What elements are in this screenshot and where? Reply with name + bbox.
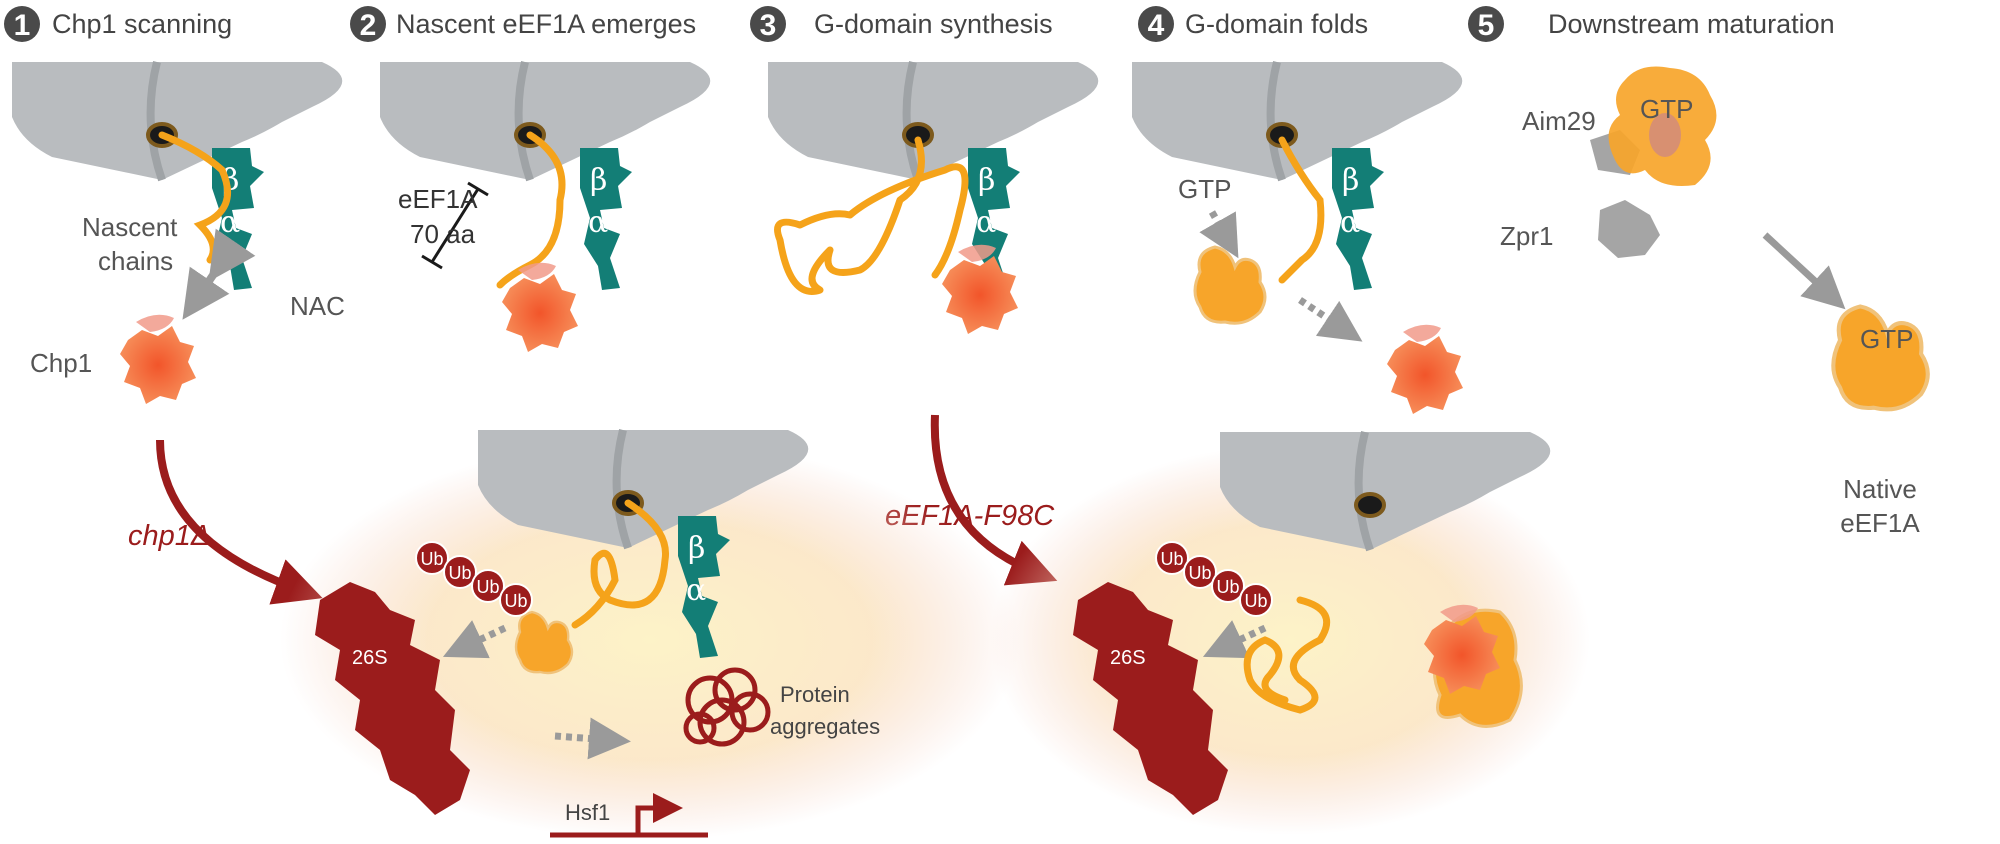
- step-4-badge: [1138, 6, 1174, 42]
- step-4-title: G-domain folds: [1185, 9, 1368, 39]
- step-3-header: 3 G-domain synthesis: [750, 6, 1053, 42]
- hsf1-label: Hsf1: [565, 800, 610, 825]
- nascent-chain-2: [496, 131, 566, 289]
- proteasome-label-2: 26S: [1110, 647, 1146, 669]
- ub-label-2a: Ub: [1160, 549, 1183, 569]
- panel-1: β α Nascent chains NAC Chp1 chp1Δ: [12, 62, 345, 605]
- bound-chp1-5: [1649, 113, 1681, 157]
- degradation-scene-chp1delta: β α Ub Ub Ub Ub 26S Protein aggregates: [280, 430, 1020, 840]
- zpr1-protein: [1598, 200, 1660, 258]
- degradation-scene-f98c: Ub Ub Ub Ub 26S: [990, 432, 1590, 835]
- ub-label-1d: Ub: [504, 591, 527, 611]
- chp1-release-arrow: [1298, 297, 1363, 342]
- ub-label-2c: Ub: [1216, 577, 1239, 597]
- chp1-label: Chp1: [30, 348, 92, 378]
- nac-alpha-4: α: [1340, 205, 1360, 240]
- aim29-label: Aim29: [1522, 106, 1596, 136]
- native-eef1a-protein: [1833, 306, 1928, 409]
- panel-2: β α eEF1A 70 aa: [380, 62, 710, 352]
- nascent-chain-3: [774, 136, 969, 295]
- step-5-header: 5 Downstream maturation: [1468, 6, 1835, 42]
- native-label-2: eEF1A: [1840, 508, 1920, 538]
- maturation-arrow: [1762, 232, 1846, 310]
- aggregates-label-2: aggregates: [770, 714, 880, 739]
- step-3-title: G-domain synthesis: [814, 9, 1053, 39]
- hsf1-gene: [550, 793, 708, 838]
- ribosome-1: [12, 62, 342, 180]
- nac-beta-5: β: [688, 531, 705, 566]
- ribosome-2: [380, 62, 710, 180]
- nac-beta-3: β: [978, 163, 995, 198]
- ribosome-3: [768, 62, 1098, 180]
- step-2-header: 2 Nascent eEF1A emerges: [350, 6, 696, 42]
- f98c-arrow: [930, 414, 1058, 586]
- binding-arrow-1: [182, 228, 256, 320]
- stress-glow-1: [280, 440, 1020, 840]
- gtp-label-4: GTP: [1178, 174, 1231, 204]
- step-2-title: Nascent eEF1A emerges: [396, 9, 696, 39]
- step-5-badge: [1468, 6, 1504, 42]
- nac-alpha-3: α: [976, 205, 996, 240]
- gtp-binding-arrow: [1199, 210, 1239, 259]
- degradation-arrow-1: [442, 620, 507, 659]
- step-3-badge: [750, 6, 786, 42]
- length-bracket: [421, 181, 489, 270]
- eef1a-label: eEF1A: [398, 184, 478, 214]
- chp1-released-4: [1387, 324, 1463, 414]
- native-label-1: Native: [1843, 474, 1917, 504]
- folded-g-domain-4: [1193, 245, 1267, 325]
- nascent-chains-label-1: Nascent: [82, 212, 178, 242]
- misfolded-chain-6: [1243, 596, 1331, 714]
- step-4-number: 4: [1148, 9, 1165, 42]
- step-1-badge: [4, 6, 40, 42]
- ub-label-1b: Ub: [448, 563, 471, 583]
- panel-5: GTP Aim29 Zpr1 GTP Native eEF1A: [1500, 66, 1928, 538]
- step-1-number: 1: [14, 9, 31, 42]
- gtp-label-5a: GTP: [1640, 94, 1693, 124]
- step-1-title: Chp1 scanning: [52, 9, 232, 39]
- aggregates-label-1: Protein: [780, 682, 850, 707]
- chp1-protein-1: [120, 314, 196, 404]
- panel-4: β α GTP: [1132, 62, 1463, 414]
- eef1a-length-label: 70 aa: [410, 219, 476, 249]
- aggregate-arrow: [554, 717, 631, 760]
- gtp-label-5b: GTP: [1860, 324, 1913, 354]
- nac-beta-4: β: [1342, 163, 1359, 198]
- step-5-number: 5: [1478, 9, 1495, 42]
- nascent-chains-label-2: chains: [98, 246, 173, 276]
- degradation-arrow-2: [1202, 620, 1267, 659]
- proteasome-label-1: 26S: [352, 647, 388, 669]
- step-4-header: 4 G-domain folds: [1138, 6, 1368, 42]
- step-5-title: Downstream maturation: [1548, 9, 1835, 39]
- nascent-chain-4: [1278, 136, 1325, 284]
- ubiquitin-chain-1: Ub Ub Ub Ub: [415, 541, 533, 617]
- nac-alpha-2: α: [588, 205, 608, 240]
- nac-label: NAC: [290, 291, 345, 321]
- chp1-delta-arrow: [156, 439, 323, 605]
- ub-label-2d: Ub: [1244, 591, 1267, 611]
- chp1-protein-3: [942, 244, 1018, 334]
- step-3-number: 3: [760, 9, 777, 42]
- step-2-number: 2: [360, 9, 377, 42]
- misfolded-chain-5: [571, 499, 670, 629]
- zpr1-label: Zpr1: [1500, 221, 1553, 251]
- step-2-badge: [350, 6, 386, 42]
- protein-aggregates: [683, 667, 771, 747]
- nac-alpha-5: α: [686, 573, 706, 608]
- ubiquitin-chain-2: Ub Ub Ub Ub: [1155, 541, 1273, 617]
- ub-label-1c: Ub: [476, 577, 499, 597]
- chp1-delta-label: chp1Δ: [128, 520, 210, 552]
- nac-beta-2: β: [590, 163, 607, 198]
- step-1-header: 1 Chp1 scanning: [4, 6, 232, 42]
- ub-label-2b: Ub: [1188, 563, 1211, 583]
- ub-label-1a: Ub: [420, 549, 443, 569]
